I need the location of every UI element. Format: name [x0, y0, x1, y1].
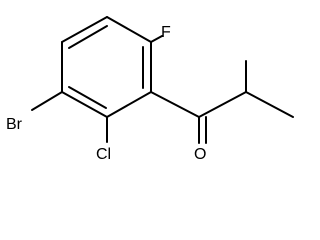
atom-labels: F Br Cl O	[6, 24, 206, 163]
bond-c6-f	[150, 35, 163, 43]
ring-bond-c5-c4	[61, 16, 108, 43]
atom-label-o: O	[194, 146, 206, 163]
bond-carbonyl-ch	[198, 91, 247, 118]
bond-ch-methyl-right	[245, 91, 294, 118]
ring-bond-c2-c3	[61, 91, 108, 118]
ring-bond-c4-c6	[106, 16, 152, 43]
ring-bond-c2-c3-inner	[68, 86, 107, 109]
atom-label-br: Br	[6, 116, 23, 133]
molecule-diagram: F Br Cl O	[6, 16, 294, 163]
atom-label-f: F	[161, 24, 171, 41]
structure-svg: F Br Cl O	[6, 16, 294, 163]
ring-bond-c5-c4-inner	[68, 25, 108, 49]
ring-bond-c1-c2	[106, 91, 152, 118]
bond-c3-br	[31, 91, 63, 111]
bond-c1-carbonyl	[150, 91, 200, 118]
atom-label-cl: Cl	[96, 146, 111, 163]
bonds	[31, 16, 294, 144]
